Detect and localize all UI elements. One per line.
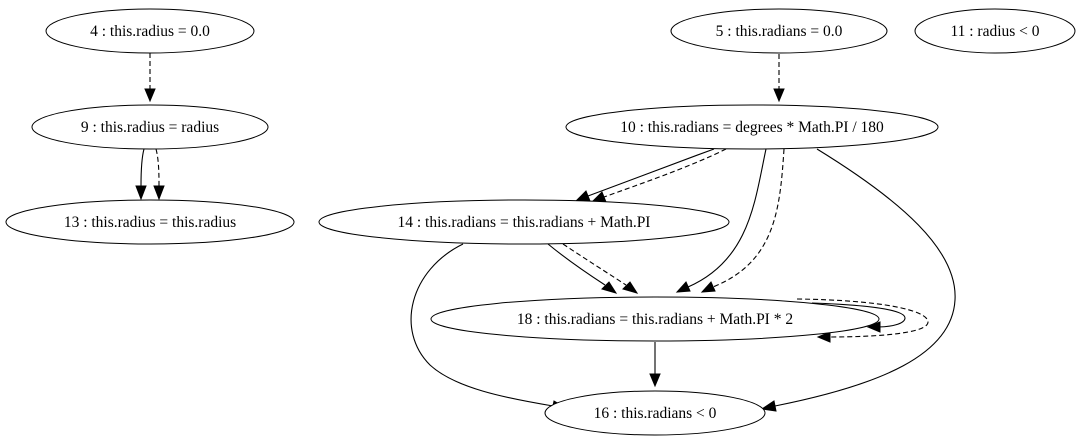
edge-14-to-18-solid: [547, 243, 618, 294]
edge-9-to-13-solid: [135, 148, 147, 201]
edge-10-to-18-dashed: [700, 148, 785, 293]
edge-10-to-14-solid: [574, 148, 715, 202]
node-14: 14 : this.radians = this.radians + Math.…: [318, 199, 730, 245]
node-16: 16 : this.radians < 0: [544, 390, 766, 436]
node-18: 18 : this.radians = this.radians + Math.…: [430, 296, 880, 342]
edge-10-to-18-solid: [675, 148, 767, 293]
node-13-label: 13 : this.radius = this.radius: [64, 214, 236, 231]
node-10: 10 : this.radians = degrees * Math.PI / …: [565, 104, 939, 150]
edge-5-to-10-dashed: [773, 54, 785, 103]
node-16-label: 16 : this.radians < 0: [594, 405, 717, 422]
edge-14-to-18-dashed: [562, 243, 639, 294]
edge-4-to-9-dashed: [144, 53, 156, 103]
node-13: 13 : this.radius = this.radius: [5, 199, 295, 245]
node-10-label: 10 : this.radians = degrees * Math.PI / …: [620, 119, 884, 136]
node-11: 11 : radius < 0: [914, 8, 1076, 54]
node-5-label: 5 : this.radians = 0.0: [716, 23, 843, 40]
edge-18-to-18-dashed-loop: [796, 298, 929, 343]
node-14-label: 14 : this.radians = this.radians + Math.…: [398, 214, 651, 231]
edge-10-to-16-solid: [760, 148, 956, 412]
node-9: 9 : this.radius = radius: [31, 104, 269, 150]
node-9-label: 9 : this.radius = radius: [81, 119, 219, 136]
edge-18-to-16-solid: [649, 342, 661, 388]
node-18-label: 18 : this.radians = this.radians + Math.…: [517, 311, 793, 328]
node-5: 5 : this.radians = 0.0: [670, 8, 888, 54]
node-4: 4 : this.radius = 0.0: [45, 8, 255, 54]
node-11-label: 11 : radius < 0: [950, 23, 1039, 40]
edge-9-to-13-dashed: [153, 148, 165, 201]
edge-18-to-18-solid-loop: [811, 302, 906, 333]
node-4-label: 4 : this.radius = 0.0: [90, 23, 210, 40]
edge-10-to-14-dashed: [590, 148, 727, 203]
